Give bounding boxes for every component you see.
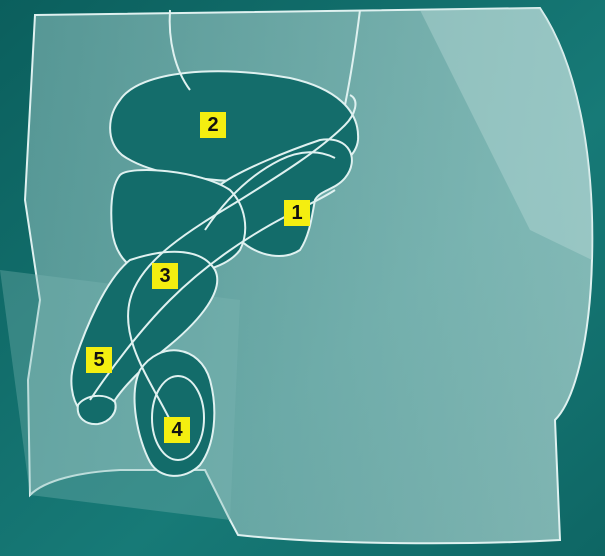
label-5: 5 xyxy=(86,347,112,373)
label-1: 1 xyxy=(284,200,310,226)
label-4: 4 xyxy=(164,417,190,443)
label-3: 3 xyxy=(152,263,178,289)
scrotum xyxy=(135,350,215,476)
label-2: 2 xyxy=(200,112,226,138)
